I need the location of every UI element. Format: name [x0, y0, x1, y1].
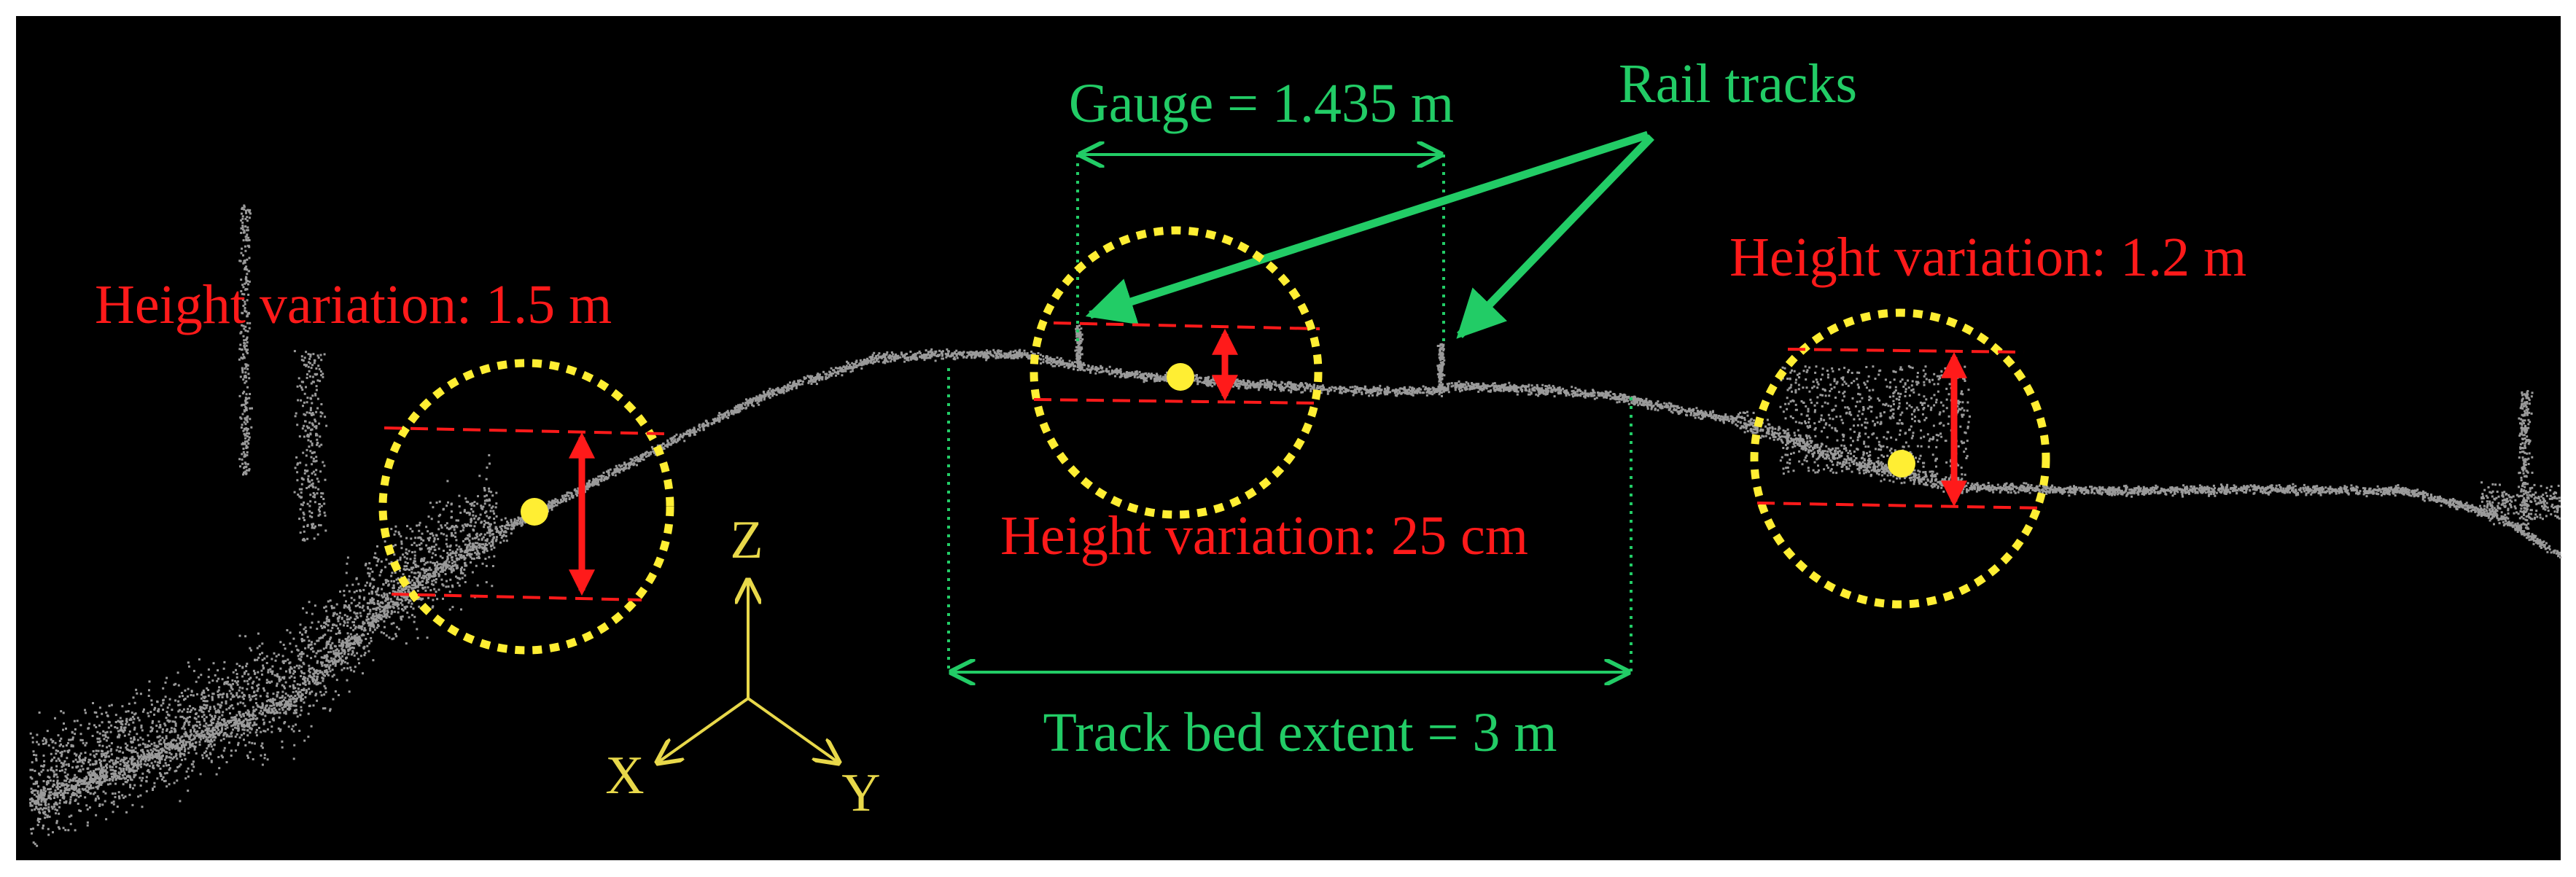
center-marker-left — [521, 498, 548, 526]
rail-arrow-right — [1456, 134, 1654, 339]
region-circle-right — [1750, 308, 2050, 609]
track-bed-dimension: Track bed extent = 3 m — [947, 368, 1633, 763]
height-label-right: Height variation: 1.2 m — [1729, 227, 2246, 288]
bound-upper-center — [1053, 321, 1320, 330]
height-label-center: Height variation: 25 cm — [1000, 505, 1528, 566]
bound-upper-left — [384, 426, 666, 435]
height-label-left: Height variation: 1.5 m — [95, 274, 612, 335]
bound-lower-left — [391, 593, 642, 601]
region-right: Height variation: 1.2 m — [1729, 227, 2246, 609]
track-bed-label: Track bed extent = 3 m — [1043, 702, 1557, 763]
center-marker-right — [1888, 450, 1915, 478]
region-left: Height variation: 1.5 m — [95, 274, 674, 655]
axis-x-line — [658, 697, 750, 763]
axis-x-label: X — [605, 746, 644, 806]
gauge-dimension: Gauge = 1.435 m — [1069, 73, 1454, 343]
axis-y-label: Y — [841, 763, 880, 823]
axis-z-label: Z — [730, 510, 763, 570]
rail-tracks-label: Rail tracks — [1619, 53, 1857, 114]
region-circle-center — [1030, 226, 1323, 519]
region-center: Height variation: 25 cm — [1000, 226, 1528, 566]
rail-arrow-left — [1085, 130, 1649, 325]
axis-triad: Z X Y — [605, 510, 880, 823]
axis-y-line — [747, 697, 838, 763]
bound-upper-right — [1787, 348, 2025, 354]
gauge-label: Gauge = 1.435 m — [1069, 73, 1454, 134]
bound-lower-center — [1033, 398, 1320, 405]
rail-tracks-annotation: Rail tracks — [1085, 53, 1857, 339]
bound-lower-right — [1756, 502, 2047, 510]
center-marker-center — [1167, 363, 1194, 391]
region-circle-left — [378, 359, 674, 655]
